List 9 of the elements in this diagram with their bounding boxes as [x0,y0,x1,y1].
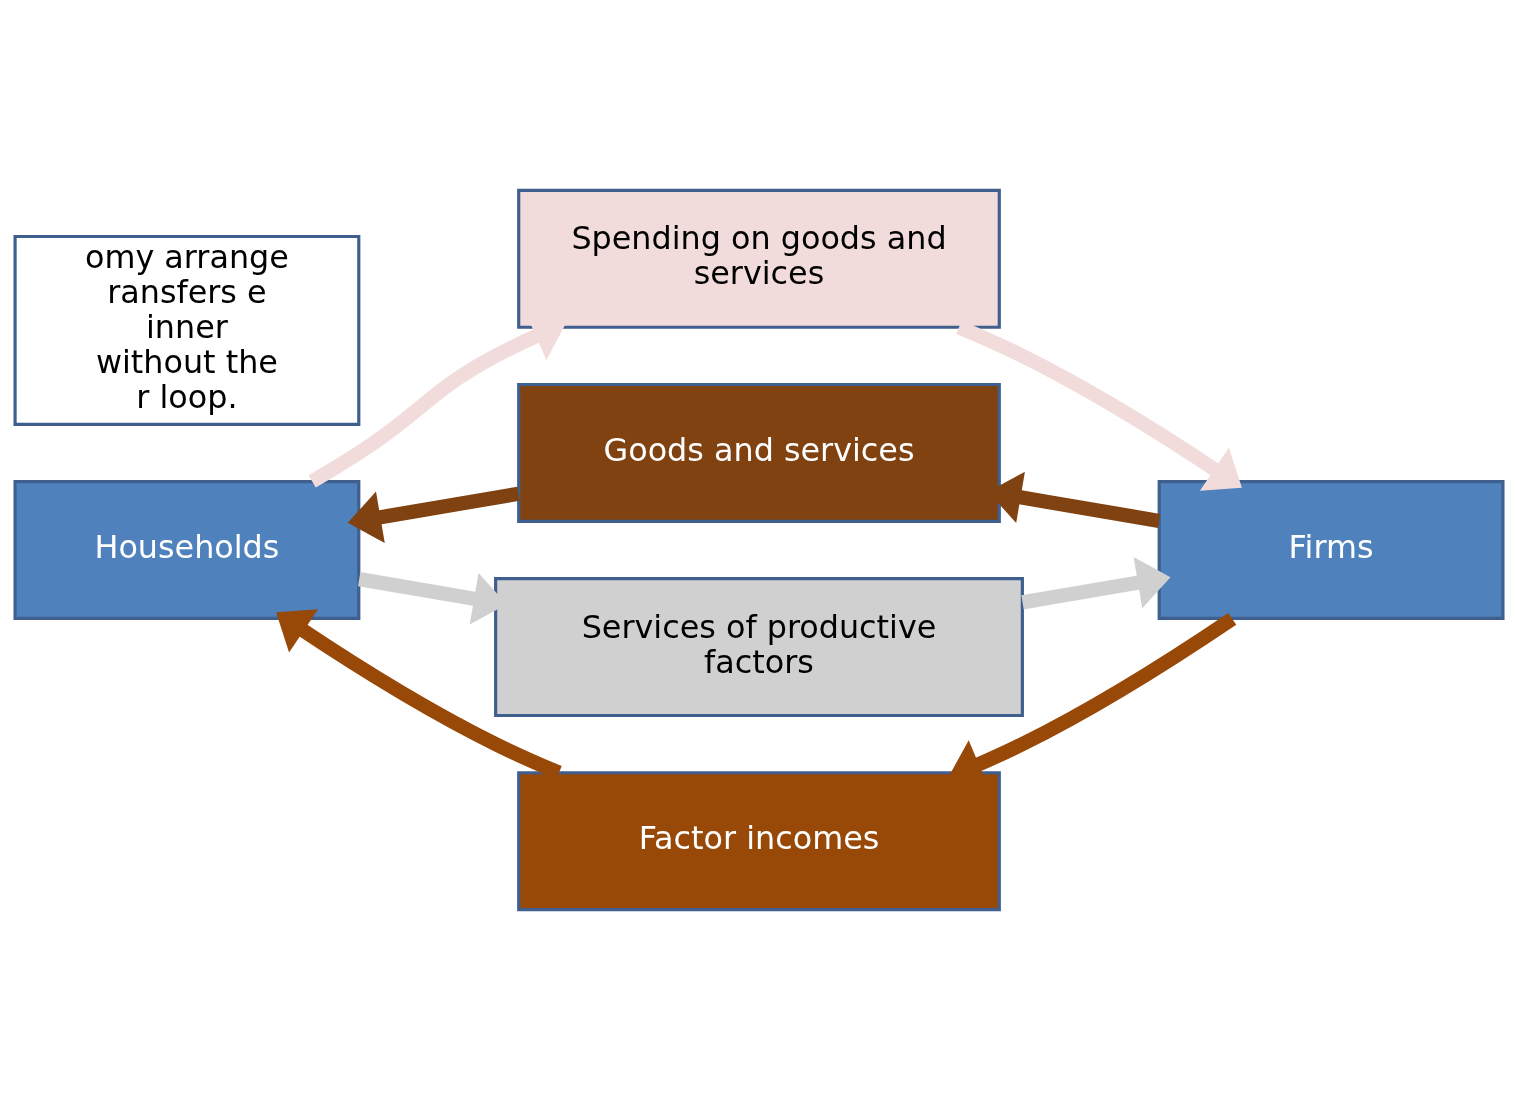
arrow [1021,556,1171,609]
node-box: Goods and services [517,382,1001,523]
node-box: omy arrange ransfers e inner without the r loop. [13,234,361,426]
node-box: Firms [1157,479,1505,620]
node-box: Households [13,479,361,620]
node-box: Services of productive factors [494,576,1024,717]
node-box: Factor incomes [517,770,1001,911]
arrow [347,486,520,543]
node-box: Spending on goods and services [517,188,1001,329]
